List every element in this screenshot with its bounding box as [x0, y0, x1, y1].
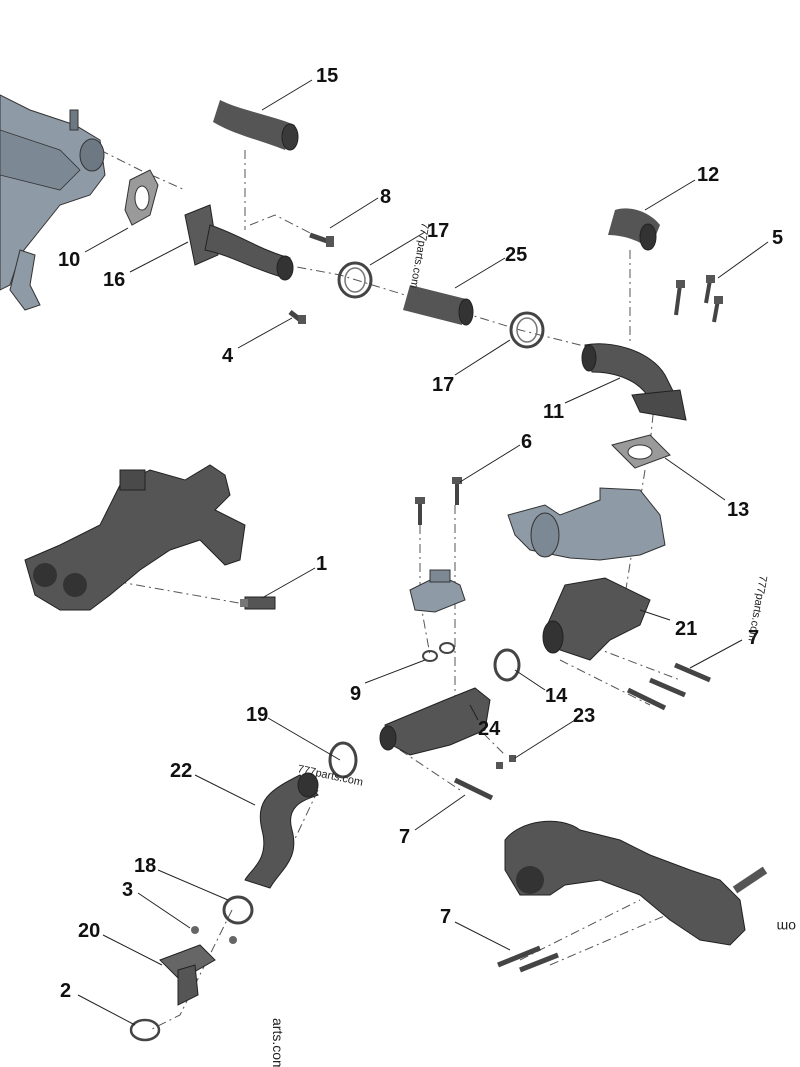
bolt-part-7-middle: [453, 777, 494, 801]
callout-19: 19: [246, 704, 268, 726]
callout-13: 13: [727, 499, 749, 521]
clamp-part-19: [328, 741, 358, 779]
bolts-part-7-lower: [497, 945, 559, 973]
egr-assembly-right: [504, 820, 768, 946]
body-part-24: [379, 687, 491, 756]
callout-24: 24: [478, 718, 501, 740]
bolt-part-4: [288, 310, 306, 324]
callout-8: 8: [380, 186, 391, 208]
intake-manifold-part: [0, 94, 106, 311]
bolts-part-5: [674, 275, 723, 323]
elbow-part-11: [581, 343, 687, 421]
callout-16: 16: [103, 269, 125, 291]
callout-12: 12: [697, 164, 719, 186]
plugs-part-23: [496, 755, 516, 769]
hose-part-22: [244, 772, 319, 889]
sensor-module-part: [409, 569, 466, 613]
housing-part-21: [542, 577, 651, 661]
callout-17-top: 17: [427, 220, 449, 242]
callout-1: 1: [316, 553, 327, 575]
egr-assembly-left: [24, 464, 246, 611]
bolts-part-7-right: [626, 662, 711, 711]
gasket-part-10: [124, 169, 159, 226]
callout-22: 22: [170, 760, 192, 782]
clamp-part-18: [222, 895, 254, 925]
callout-4: 4: [222, 345, 234, 367]
callout-23: 23: [573, 705, 595, 727]
callout-20: 20: [78, 920, 100, 942]
watermark-bottom: arts.com: [270, 1018, 286, 1067]
leader-lines: [77, 79, 769, 1026]
watermark-right: 777parts.com: [745, 574, 768, 642]
callout-18: 18: [134, 855, 156, 877]
hose-part-15: [213, 100, 299, 151]
callout-6: 6: [521, 431, 532, 453]
bolt-part-8: [309, 232, 334, 247]
callout-5: 5: [772, 227, 783, 249]
hose-part-12: [608, 208, 660, 251]
callout-7-right: 7: [748, 627, 759, 649]
egr-valve-part: [507, 487, 666, 561]
callout-17-bottom: 17: [432, 374, 454, 396]
callout-14: 14: [545, 685, 568, 707]
callout-25: 25: [505, 244, 527, 266]
callout-9: 9: [350, 683, 361, 705]
clamp-part-17-a: [337, 261, 373, 299]
watermark-top: 777parts.com: [407, 221, 430, 289]
callout-11: 11: [543, 401, 564, 423]
bolts-part-6: [415, 477, 462, 525]
callout-7-lower: 7: [440, 906, 451, 928]
o-ring-part-14: [493, 648, 521, 682]
o-rings-part-9: [422, 642, 455, 662]
watermark-lower-right: om: [777, 919, 796, 935]
clamp-part-17-b: [509, 311, 545, 349]
callout-15: 15: [316, 65, 338, 87]
callout-10: 10: [58, 249, 80, 271]
gasket-part-13: [611, 434, 671, 469]
o-ring-part-2: [129, 1018, 161, 1042]
pipe-part-16: [184, 204, 294, 281]
callout-2: 2: [60, 980, 71, 1002]
callout-21: 21: [675, 618, 697, 640]
sensor-part-1: [240, 596, 276, 610]
nuts-part-3: [191, 926, 237, 944]
hose-part-25: [403, 285, 474, 326]
callout-3: 3: [122, 879, 133, 901]
callout-7-middle: 7: [399, 826, 410, 848]
flange-part-20: [159, 944, 216, 1006]
callout-labels: 15 8 17 25 12 5 10 16 4 17 11 6 13 1 21 …: [58, 65, 783, 1002]
